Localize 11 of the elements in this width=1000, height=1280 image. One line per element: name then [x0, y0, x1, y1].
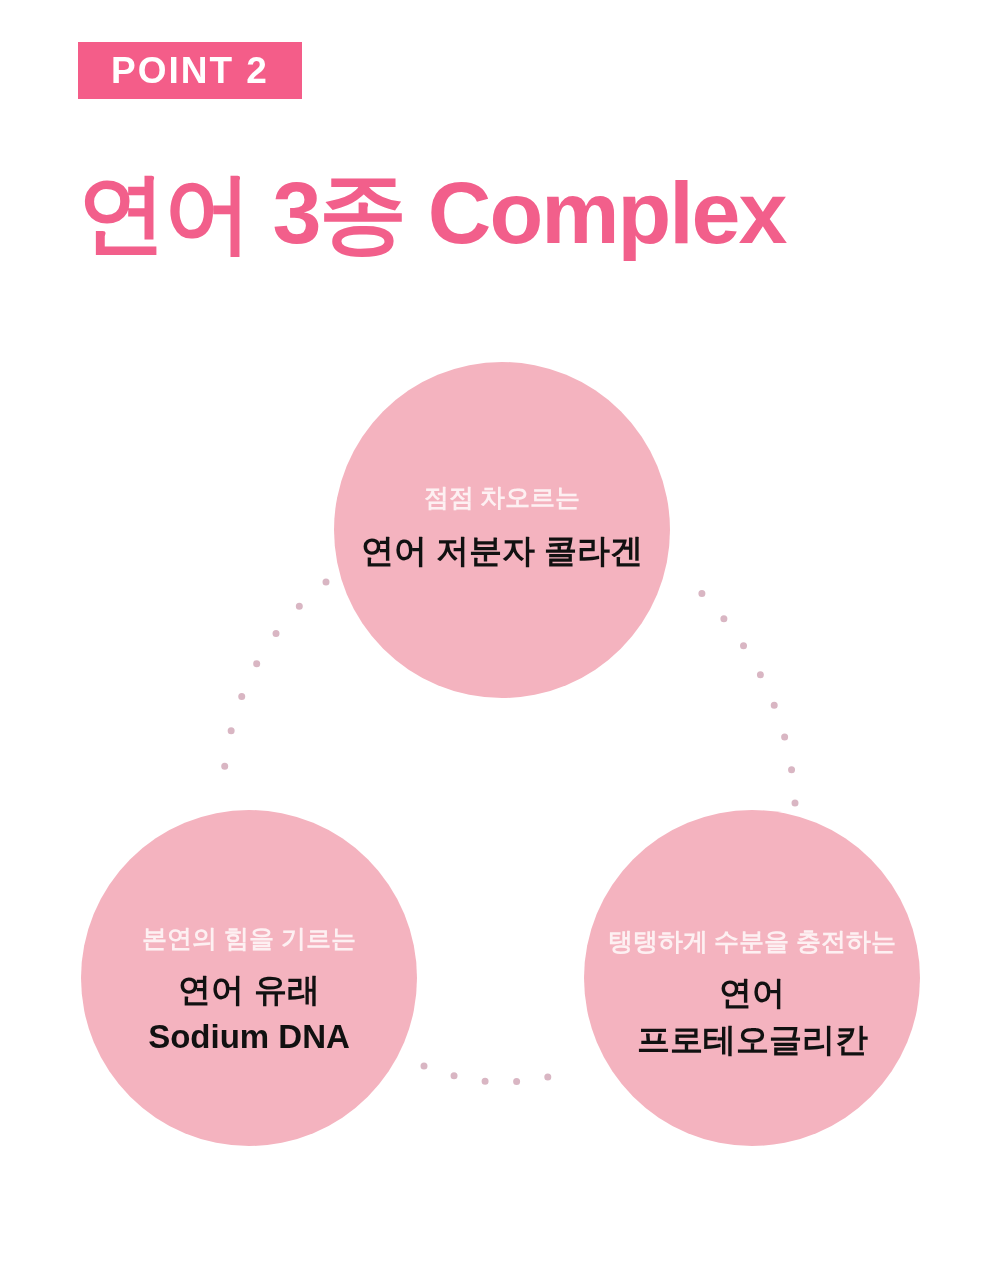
point-badge: POINT 2 [78, 42, 302, 99]
node-subtitle: 점점 차오르는 [423, 483, 581, 511]
feature-circle [584, 810, 920, 1146]
node-subtitle: 본연의 힘을 기르는 [142, 924, 356, 952]
feature-circle [334, 362, 670, 698]
node-title: 연어 저분자 콜라겐 [360, 532, 644, 569]
node-title: 연어 프로테오글리칸 [636, 974, 868, 1058]
feature-circle [81, 810, 417, 1146]
node-title: 연어 유래 Sodium DNA [148, 971, 350, 1055]
page-title: 연어 3종 Complex [78, 165, 786, 262]
node-subtitle: 탱탱하게 수분을 충전하는 [607, 927, 897, 955]
